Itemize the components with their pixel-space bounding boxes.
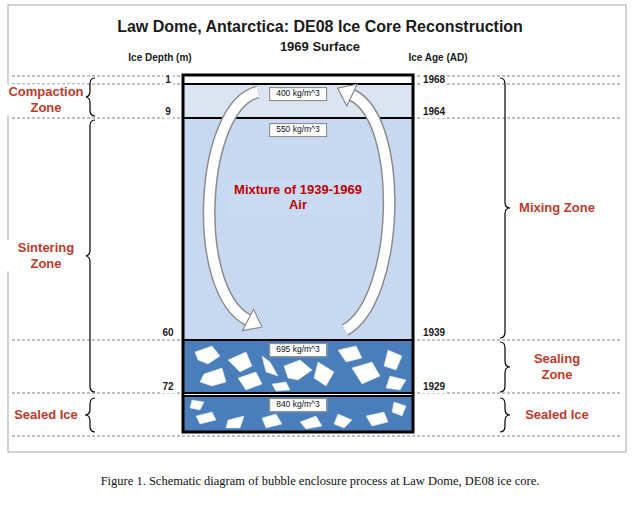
age-number: 1939 <box>421 327 447 339</box>
zone-label: Mixing Zone <box>517 200 597 216</box>
air-bubbles <box>190 346 406 429</box>
age-number: 1968 <box>421 74 447 86</box>
density-label: 550 kg/m^3 <box>269 123 327 137</box>
zone-label: Sintering Zone <box>6 240 86 271</box>
ice-bands <box>183 75 413 432</box>
density-label: 840 kg/m^3 <box>269 398 327 412</box>
figure-frame <box>8 5 626 452</box>
band-boundaries <box>183 84 413 396</box>
axis-header: Ice Age (AD) <box>406 52 469 64</box>
density-label: 695 kg/m^3 <box>269 343 327 357</box>
mixing-arrows <box>209 84 389 331</box>
depth-number: 72 <box>160 381 175 393</box>
ice-band: 840 kg/m^3 <box>183 396 413 432</box>
density-label: 400 kg/m^3 <box>269 87 327 101</box>
zone-label: Sealed Ice <box>525 407 589 423</box>
figure-caption: Figure 1. Schematic diagram of bubble en… <box>101 474 540 488</box>
age-number: 1964 <box>421 106 447 118</box>
axis-header: Ice Depth (m) <box>126 52 193 64</box>
ice-band: 550 kg/m^3Mixture of 1939-1969 Air <box>183 118 413 340</box>
ice-core-column <box>183 75 413 432</box>
age-number: 1929 <box>421 381 447 393</box>
depth-number: 9 <box>163 106 173 118</box>
diagram-title: Law Dome, Antarctica: DE08 Ice Core Reco… <box>117 18 523 36</box>
depth-number: 1 <box>163 74 173 86</box>
depth-number: 60 <box>160 327 175 339</box>
zone-label: Compaction Zone <box>6 84 86 115</box>
zone-brackets <box>85 78 510 432</box>
ice-band: 695 kg/m^3 <box>183 340 413 393</box>
zone-label: Sealed Ice <box>14 407 78 423</box>
zone-label: Sealing Zone <box>517 351 597 382</box>
ice-band: 400 kg/m^3 <box>183 84 413 118</box>
depth-guide-lines <box>12 76 622 436</box>
zone-note: Mixture of 1939-1969 Air <box>229 181 367 215</box>
subtitle: 1969 Surface <box>280 40 360 55</box>
